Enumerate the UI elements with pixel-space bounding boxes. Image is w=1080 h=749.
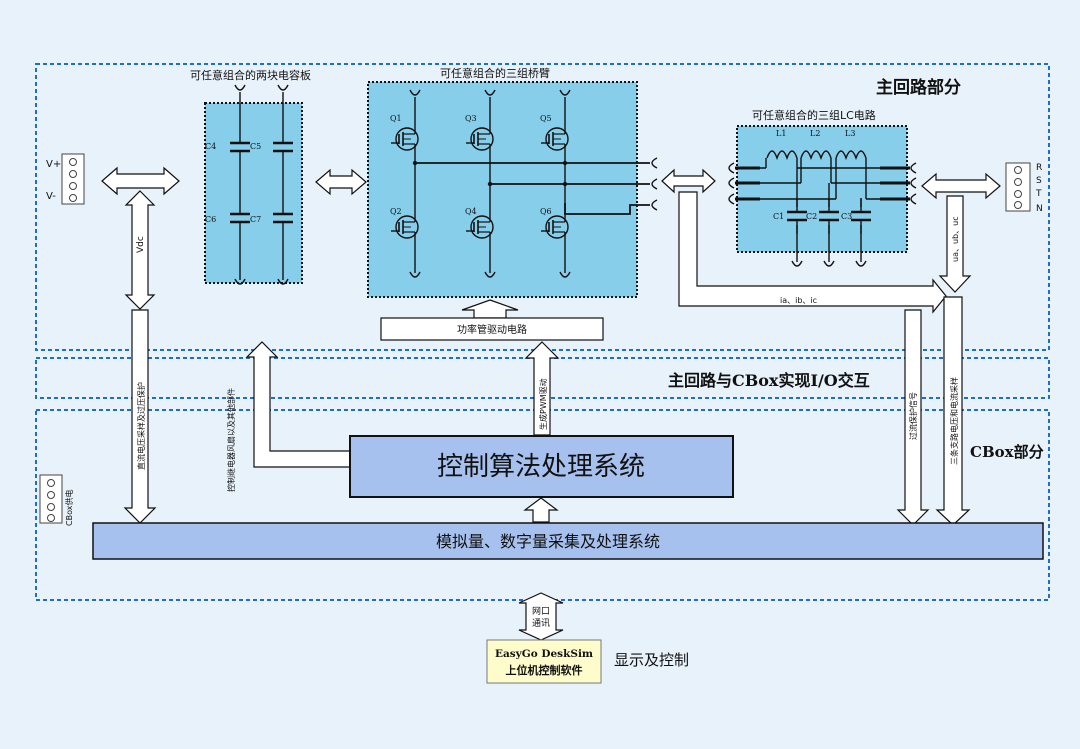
control-algorithm-box xyxy=(349,435,734,498)
currents-label: ia、ib、ic xyxy=(780,296,817,305)
section-label-cbox: CBox部分 xyxy=(970,443,1044,461)
arrow-relay-fan-control xyxy=(245,341,351,468)
switch-label: Q3 xyxy=(465,114,477,123)
voltages-label: ua、ub、uc xyxy=(951,216,960,262)
bridge-title: 可任意组合的三组桥臂 xyxy=(440,66,550,80)
section-label-main-circuit: 主回路部分 xyxy=(876,77,961,98)
cap-terminal-2 xyxy=(277,84,289,91)
bridge-panel xyxy=(367,81,638,298)
display-control-label: 显示及控制 xyxy=(614,651,689,669)
ac-terminal-s: S xyxy=(1036,176,1042,186)
network-label-line2: 通讯 xyxy=(532,618,550,629)
lc-busbar xyxy=(735,166,910,201)
control-algorithm-label: 控制算法处理系统 xyxy=(437,452,645,482)
ac-terminal-r: R xyxy=(1036,163,1042,173)
lc-input-terminal xyxy=(728,177,735,189)
relay-fan-label: 控制继电器风扇以及其他部件 xyxy=(226,388,236,492)
arrow-acq-to-control xyxy=(523,497,559,523)
inductor-label: L3 xyxy=(845,129,855,138)
lc-capacitor-label: C1 xyxy=(773,212,784,221)
arrow-vdc xyxy=(124,190,156,310)
dc-protection-label: 直流电压采样及过压保护 xyxy=(136,382,146,470)
inductor-label: L2 xyxy=(810,129,820,138)
cbox-power-terminal xyxy=(39,474,63,524)
arrow-cap-to-bridge xyxy=(315,168,367,196)
overcurrent-label: 过流保护信号 xyxy=(908,392,918,440)
capacitor-board-wiring xyxy=(239,92,284,280)
bridge-output-terminal xyxy=(651,178,658,190)
acquisition-bar xyxy=(92,522,1044,560)
arrow-bridge-to-lc xyxy=(661,168,716,194)
host-software-line1: EasyGo DeskSim xyxy=(495,648,593,660)
bridge-output-terminal xyxy=(651,157,658,169)
switch-label: Q4 xyxy=(465,207,477,216)
vdc-label: Vdc xyxy=(136,236,146,253)
main-circuit-section xyxy=(35,63,1050,351)
capacitor-label: C6 xyxy=(205,215,216,224)
switch-label: Q2 xyxy=(390,207,402,216)
capacitor-board-title: 可任意组合的两块电容板 xyxy=(190,68,311,82)
arrow-driver-to-bridge xyxy=(461,299,519,319)
capacitor-label: C7 xyxy=(250,215,261,224)
switch-label: Q5 xyxy=(540,114,552,123)
lc-capacitor-label: C2 xyxy=(806,212,817,221)
lc-input-terminal xyxy=(728,193,735,205)
arrow-current-sampling xyxy=(678,191,947,314)
arrow-overcurrent xyxy=(896,309,930,526)
arrow-lc-to-ac xyxy=(921,172,1001,200)
dc-plus-label: V+ xyxy=(46,159,61,170)
lc-input-terminal xyxy=(728,162,735,174)
lc-capacitor-label: C3 xyxy=(841,212,852,221)
lc-panel xyxy=(736,125,908,253)
bridge-wiring xyxy=(414,97,650,273)
dc-minus-label: V- xyxy=(46,191,56,202)
ac-terminal-block xyxy=(1005,162,1031,212)
host-software-line2: 上位机控制软件 xyxy=(506,663,583,677)
capacitor-label: C4 xyxy=(205,142,216,151)
pwm-label: 生成PWM驱动 xyxy=(538,378,548,430)
capacitor-label: C5 xyxy=(250,142,261,151)
driver-box xyxy=(380,317,604,341)
lc-output-terminal xyxy=(910,193,917,205)
lc-output-terminal xyxy=(910,177,917,189)
switch-label: Q6 xyxy=(540,207,552,216)
section-label-io: 主回路与CBox实现I/O交互 xyxy=(668,371,870,390)
arrow-voltage-sampling xyxy=(938,195,972,293)
driver-label: 功率管驱动电路 xyxy=(457,323,527,336)
cap-terminal-1 xyxy=(234,84,246,91)
lc-title: 可任意组合的三组LC电路 xyxy=(752,108,876,122)
acquisition-label: 模拟量、数字量采集及处理系统 xyxy=(436,532,660,551)
ac-terminal-t: T xyxy=(1035,189,1042,199)
capacitor-board xyxy=(204,102,303,284)
cbox-power-label: CBox供电 xyxy=(64,490,74,526)
host-software-box xyxy=(486,639,602,684)
ac-terminal-n: N xyxy=(1036,204,1043,214)
bridge-output-terminal xyxy=(651,199,658,211)
three-phase-sampling-label: 三条支路电压和电流采样 xyxy=(949,377,959,465)
network-label-line1: 网口 xyxy=(532,606,550,617)
arrow-dc-protection xyxy=(123,309,157,524)
inductor-label: L1 xyxy=(776,129,786,138)
lc-output-terminal xyxy=(910,162,917,174)
dc-terminal-block xyxy=(61,153,85,205)
arrow-three-phase-sampling xyxy=(935,296,971,526)
arrow-dc-to-cap xyxy=(101,166,180,196)
switch-label: Q1 xyxy=(390,114,402,123)
